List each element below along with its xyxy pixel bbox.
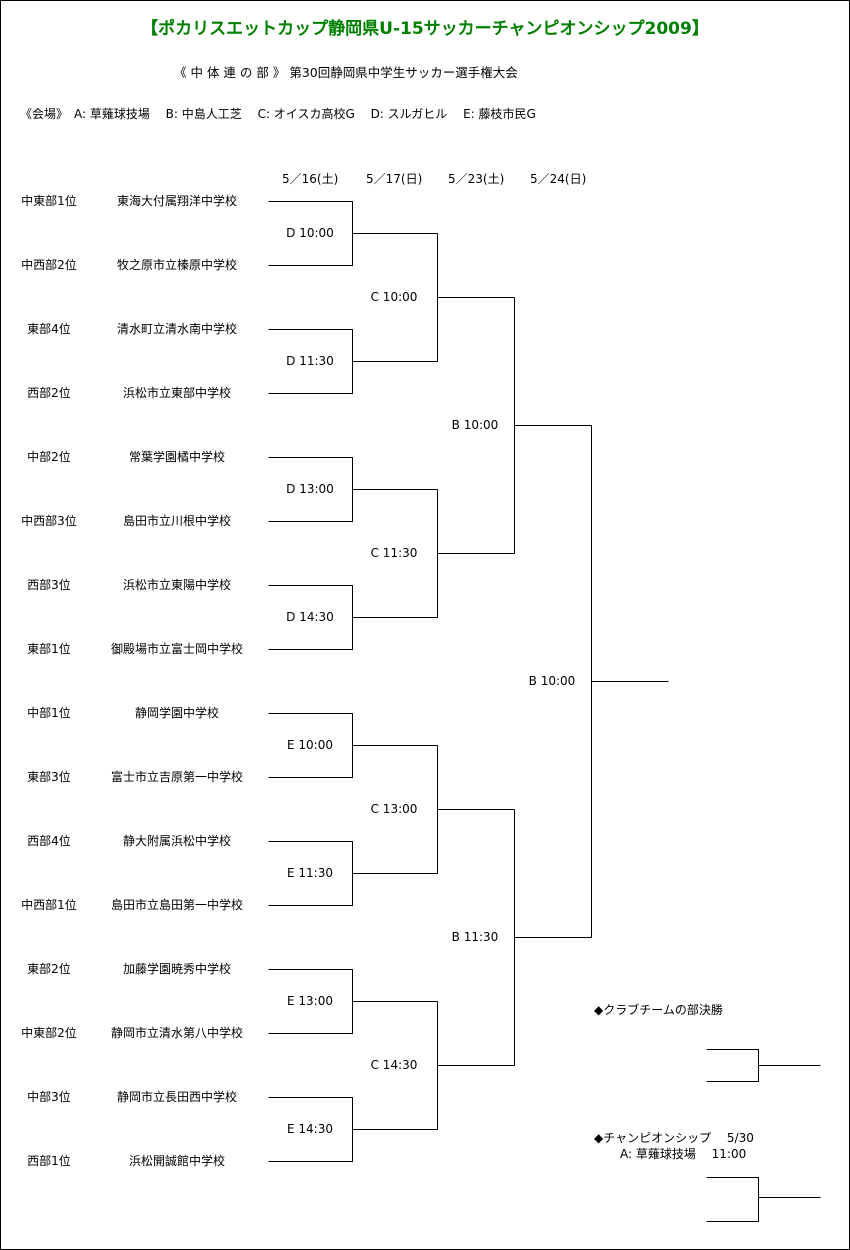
round2-brackets: [437, 233, 515, 1130]
match-time: D 14:30: [286, 610, 334, 624]
team-rank: 中部3位: [27, 1090, 71, 1104]
final-bracket: [591, 425, 669, 938]
team-name: 東海大付属翔洋中学校: [116, 194, 237, 208]
team-name: 島田市立川根中学校: [122, 514, 231, 528]
match-time: D 13:00: [286, 482, 334, 496]
match-time: C 14:30: [370, 1058, 418, 1072]
tournament-subtitle: 《 中 体 連 の 部 》 第30回静岡県中学生サッカー選手権大会: [174, 65, 518, 80]
team-rank: 中西部1位: [21, 898, 77, 912]
match-time: E 13:00: [287, 994, 333, 1008]
championship-bracket: [706, 1177, 821, 1222]
team-name: 浜松市立東部中学校: [122, 386, 231, 400]
team-rank: 中西部3位: [21, 514, 77, 528]
club-final-bracket: [706, 1049, 821, 1082]
date-final: 5／24(日): [530, 172, 587, 186]
team-name: 富士市立吉原第一中学校: [110, 770, 243, 784]
team-name: 清水町立清水南中学校: [116, 322, 237, 336]
match-time: D 11:30: [286, 354, 334, 368]
team-name: 加藤学園暁秀中学校: [122, 962, 231, 976]
team-rank: 西部3位: [27, 578, 71, 592]
team-rank: 東部2位: [27, 962, 71, 976]
team-rank: 西部4位: [27, 834, 71, 848]
match-time: C 13:00: [370, 802, 418, 816]
team-rank: 東部4位: [27, 322, 71, 336]
team-name: 静岡学園中学校: [134, 706, 219, 720]
club-final-label: ◆クラブチームの部決勝: [594, 1003, 723, 1017]
date-round1: 5／16(土): [282, 172, 339, 186]
team-name: 牧之原市立榛原中学校: [116, 258, 237, 272]
venue-list: 《会場》 A: 草薙球技場 B: 中島人工芝 C: オイスカ高校G D: スルガ…: [20, 107, 536, 121]
team-name: 浜松開誠館中学校: [128, 1154, 225, 1168]
match-time: C 11:30: [370, 546, 418, 560]
date-semifinal: 5／23(土): [448, 172, 505, 186]
team-name: 御殿場市立富士岡中学校: [110, 642, 243, 656]
match-time: E 11:30: [287, 866, 333, 880]
match-time: B 10:00: [451, 418, 499, 432]
championship-venue: A: 草薙球技場 11:00: [620, 1147, 747, 1161]
team-rank: 中東部2位: [21, 1026, 77, 1040]
team-name: 静岡市立清水第八中学校: [110, 1026, 243, 1040]
team-rank: 中部1位: [27, 706, 71, 720]
match-time: D 10:00: [286, 226, 334, 240]
team-rank: 西部2位: [27, 386, 71, 400]
round1-brackets: [268, 201, 438, 1162]
team-rank: 中東部1位: [21, 194, 77, 208]
page-title: 【ポカリスエットカップ静岡県U-15サッカーチャンピオンシップ2009】: [141, 19, 709, 39]
match-time: E 14:30: [287, 1122, 333, 1136]
team-rank: 東部1位: [27, 642, 71, 656]
date-round2: 5／17(日): [366, 172, 423, 186]
team-rank: 中部2位: [27, 450, 71, 464]
team-rank: 中西部2位: [21, 258, 77, 272]
match-time: C 10:00: [370, 290, 418, 304]
team-name: 島田市立島田第一中学校: [110, 898, 243, 912]
match-time: B 11:30: [451, 930, 499, 944]
team-name: 浜松市立東陽中学校: [122, 578, 231, 592]
championship-label: ◆チャンピオンシップ 5/30: [594, 1131, 754, 1145]
final-match-time: B 10:00: [528, 674, 576, 688]
team-rank: 東部3位: [27, 770, 71, 784]
semifinal-brackets: [514, 297, 592, 1066]
team-name: 常葉学園橘中学校: [128, 450, 225, 464]
team-name: 静大附属浜松中学校: [122, 834, 231, 848]
team-name: 静岡市立長田西中学校: [116, 1090, 237, 1104]
match-time: E 10:00: [287, 738, 333, 752]
team-rank: 西部1位: [27, 1154, 71, 1168]
